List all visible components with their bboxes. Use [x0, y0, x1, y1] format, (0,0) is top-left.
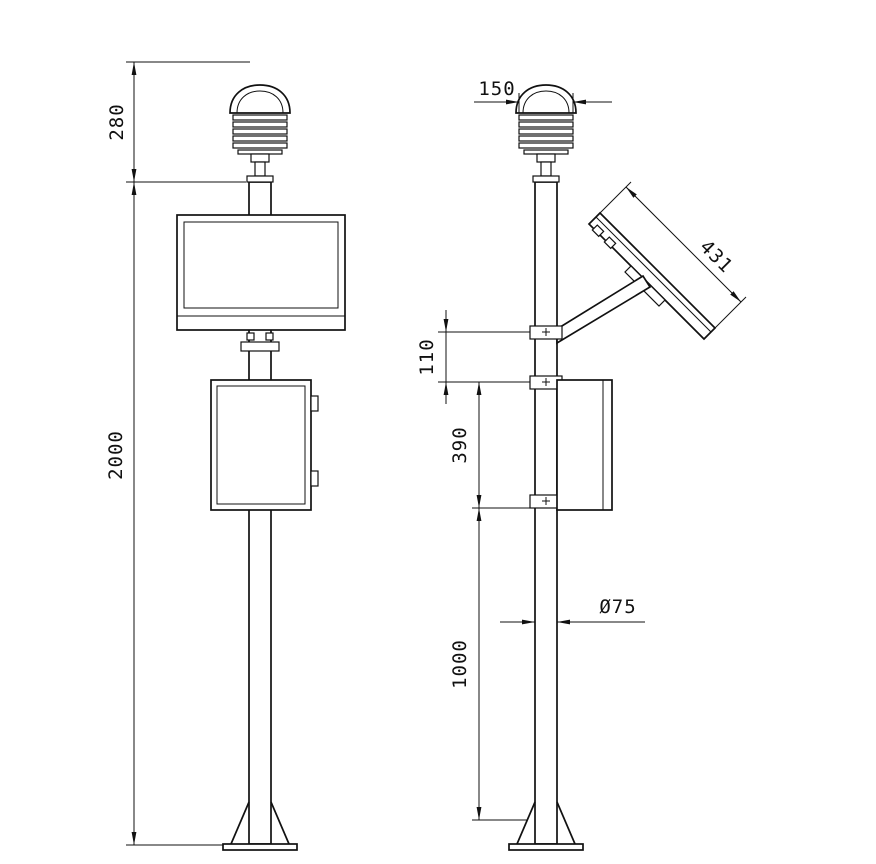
- dim-label-clamp-spacing: 110: [416, 338, 438, 375]
- dim-label-pole-diameter: Ø75: [599, 596, 636, 618]
- dim-sensor-width: [474, 93, 612, 113]
- hinge-top: [310, 395, 319, 412]
- weather-sensor-front: [229, 84, 291, 183]
- base-front: [222, 801, 298, 851]
- sensor-dome: [229, 84, 291, 114]
- front-view: [176, 84, 346, 851]
- panel-hook-2: [603, 236, 617, 250]
- dim-label-panel-length: 431: [695, 236, 737, 278]
- dim-sensor-height: [126, 61, 250, 183]
- control-box-front: [210, 379, 319, 511]
- sensor-louvers-side: [518, 114, 574, 155]
- sensor-neck: [250, 153, 270, 163]
- panel-hook-1: [591, 224, 605, 238]
- hinge-bottom: [310, 470, 319, 487]
- solar-panel-side: [556, 211, 717, 345]
- dim-box-section: [472, 382, 530, 509]
- sensor-louvers: [232, 114, 288, 155]
- dim-lower-section: [472, 508, 528, 821]
- sensor-dome-side: [515, 84, 577, 114]
- dimension-labels: 280 2000 150 431 110 390 1000 Ø75: [105, 78, 737, 689]
- dim-total-height: [126, 182, 223, 846]
- dim-panel-length: [599, 181, 747, 329]
- panel-support-arm: [556, 274, 652, 345]
- control-box-side: [556, 379, 613, 511]
- dimension-lines: [126, 61, 747, 846]
- dim-label-lower-section: 1000: [449, 639, 471, 689]
- base-side: [508, 801, 584, 851]
- panel-bracket-front: [240, 341, 280, 352]
- pole-collar-front: [246, 175, 274, 183]
- dim-clamp-spacing: [438, 310, 530, 404]
- dim-label-total-height: 2000: [105, 430, 127, 480]
- side-view: [508, 84, 717, 851]
- solar-panel-front: [176, 214, 346, 352]
- pole-side: [534, 181, 558, 845]
- dim-label-sensor-width: 150: [478, 78, 515, 100]
- pole-clamps-side: [529, 325, 563, 509]
- dim-label-box-section: 390: [449, 426, 471, 463]
- weather-sensor-side: [515, 84, 577, 183]
- dim-label-sensor-height: 280: [106, 103, 128, 140]
